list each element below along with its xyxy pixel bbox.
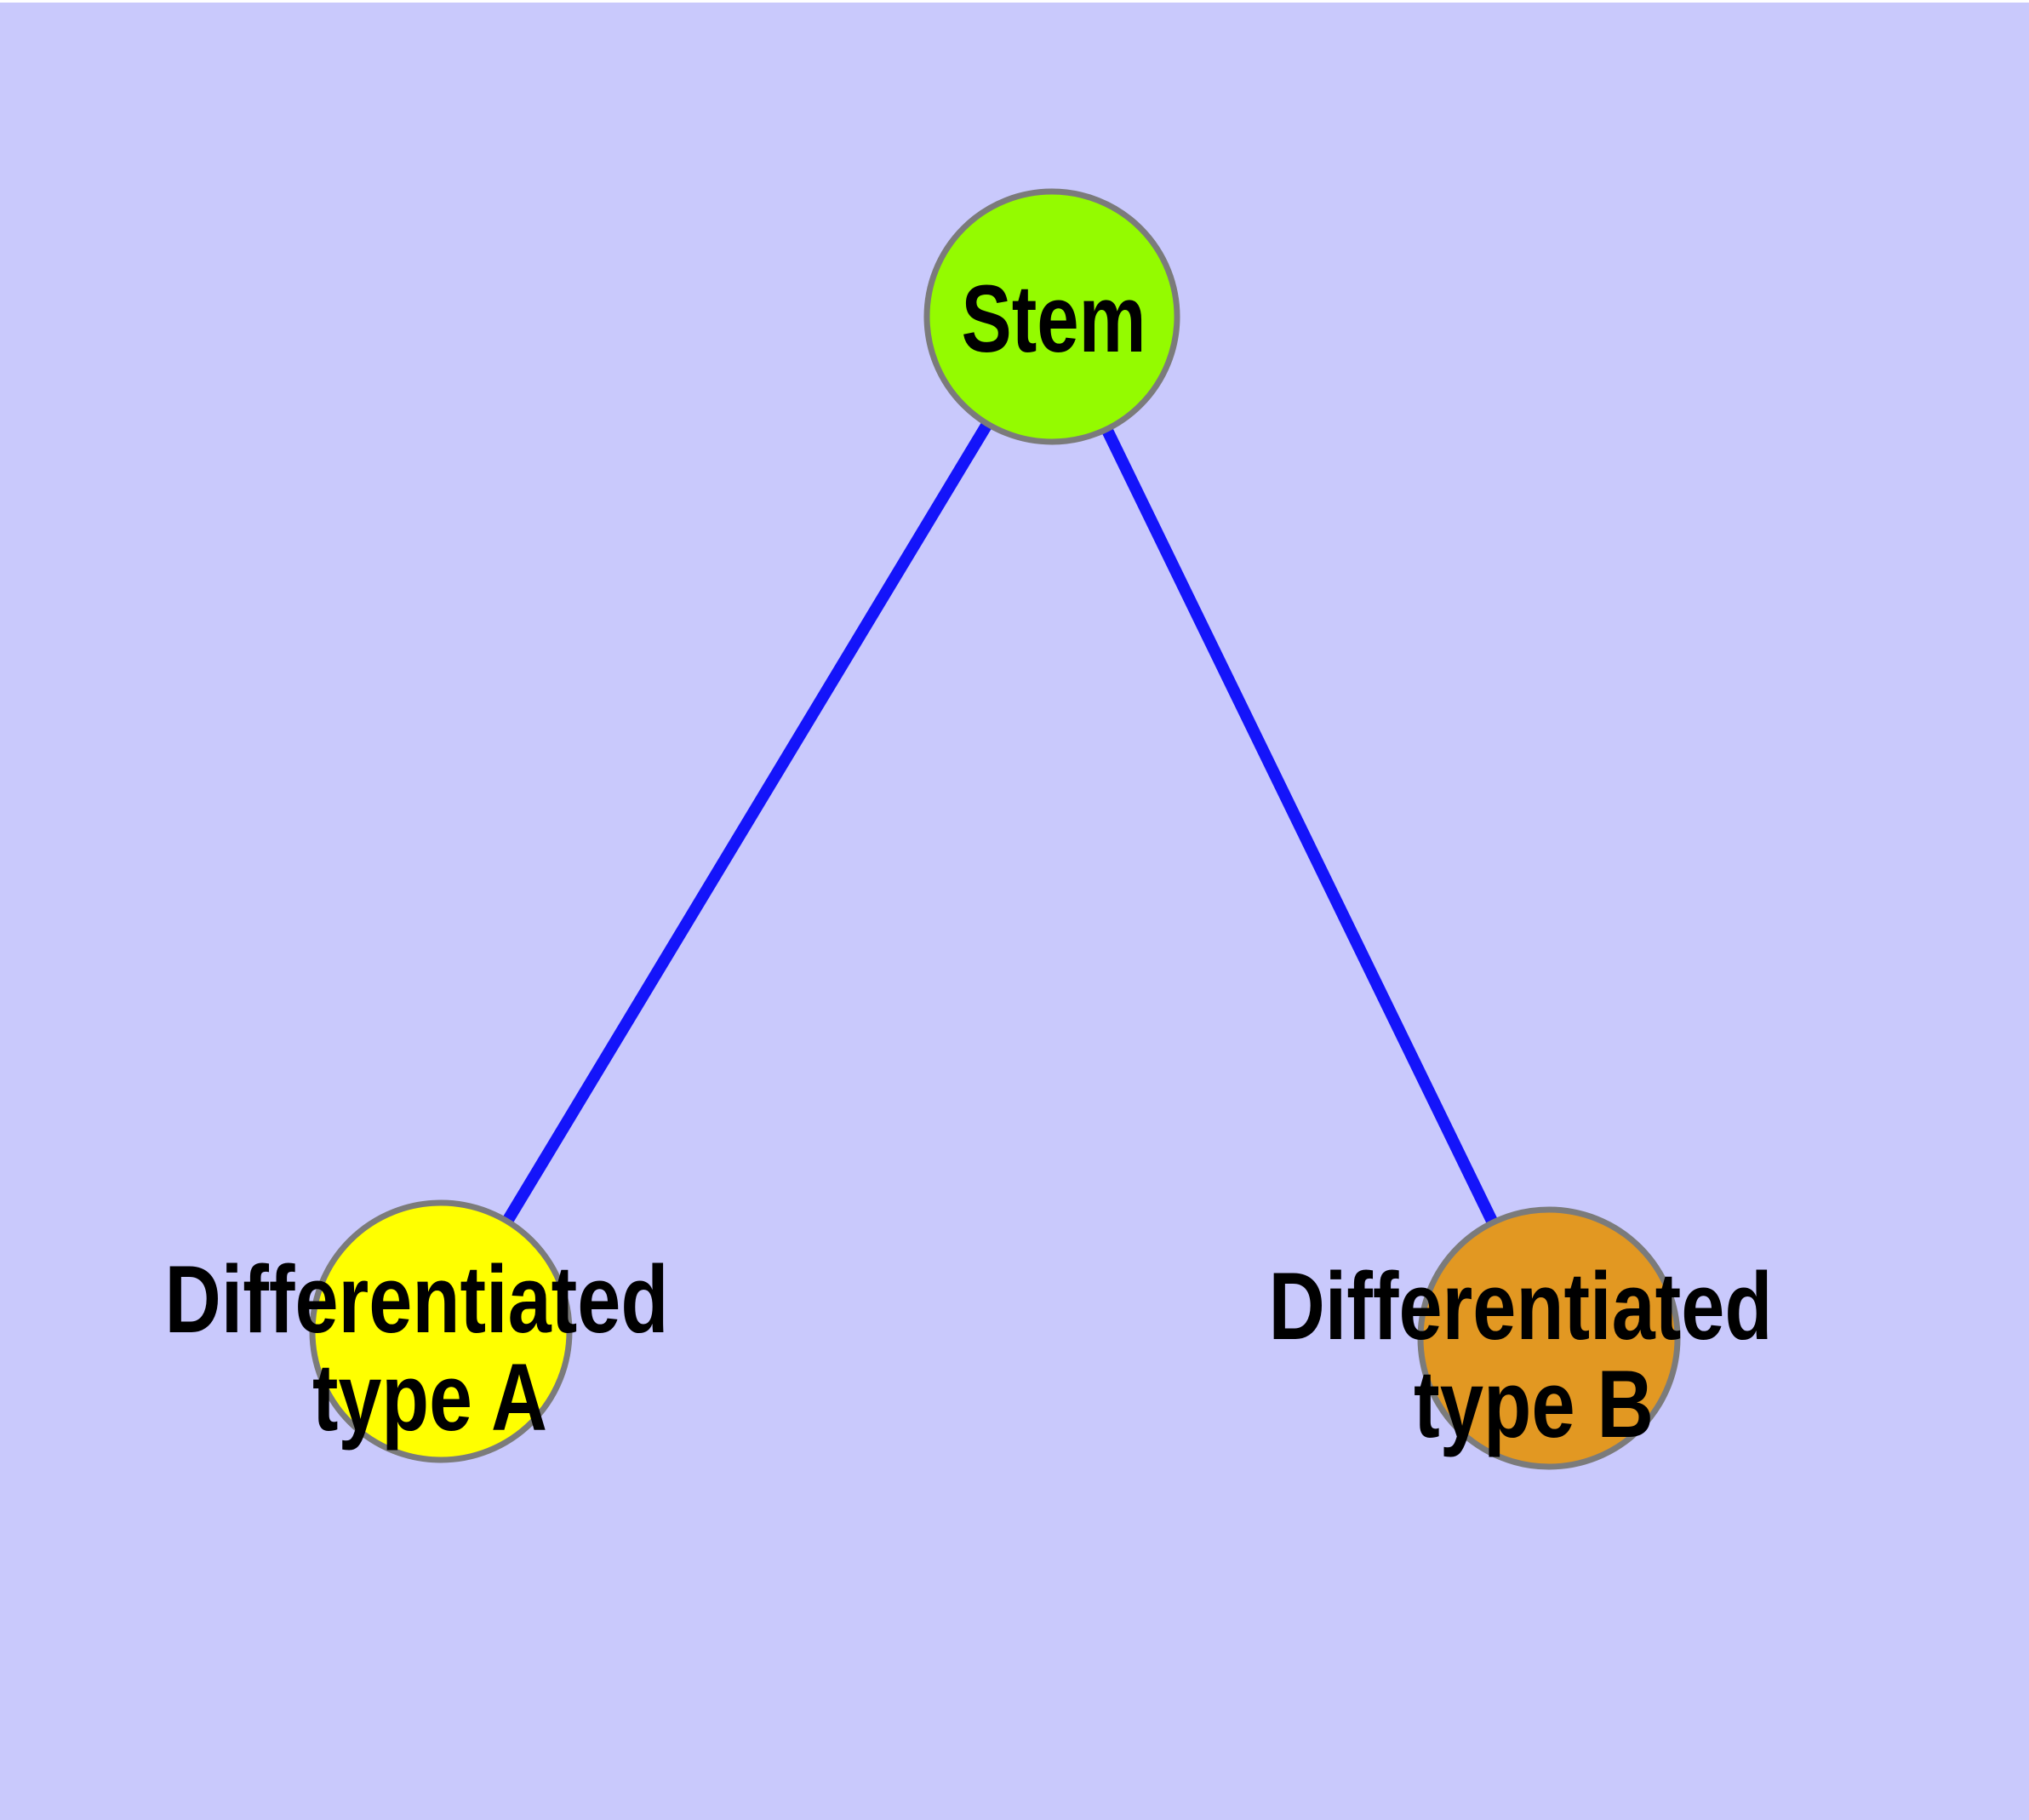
edge-stem-to-type-b: [1046, 313, 1555, 1342]
node-differentiated-type-b-label-line2: type B: [1414, 1351, 1654, 1457]
node-differentiated-type-a-label-line1: Differentiated: [164, 1246, 668, 1353]
node-stem-label-line1: Stem: [962, 266, 1146, 372]
node-stem-label: Stem: [962, 266, 1146, 372]
edge-stem-to-type-a: [436, 313, 1057, 1335]
label-group: Stem Differentiated type A Differentiate…: [164, 266, 1798, 1457]
node-differentiated-type-b-label-line1: Differentiated: [1268, 1253, 1772, 1359]
node-differentiated-type-a-label: Differentiated type A: [164, 1246, 694, 1451]
node-group: [309, 188, 1681, 1470]
node-differentiated-type-a: [309, 1199, 573, 1463]
node-differentiated-type-b-label: Differentiated type B: [1268, 1253, 1798, 1457]
node-differentiated-type-a-label-line2: type A: [312, 1344, 547, 1451]
node-stem: [923, 188, 1180, 445]
edge-group: [436, 313, 1555, 1342]
node-differentiated-type-b: [1417, 1206, 1681, 1470]
diagram-canvas: Stem Differentiated type A Differentiate…: [0, 3, 2029, 1820]
